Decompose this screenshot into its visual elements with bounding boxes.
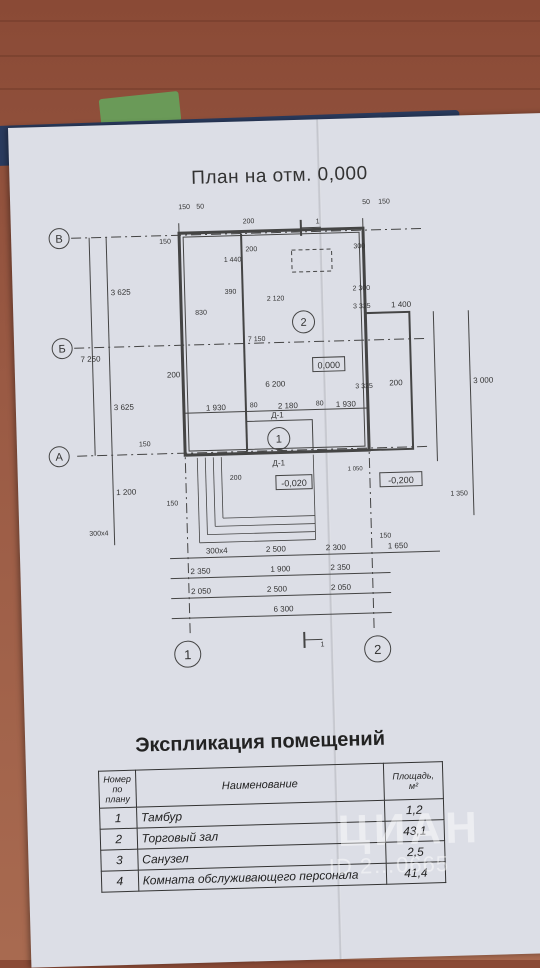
dimension: 2 300 [353, 285, 371, 292]
dimension: 200 [245, 246, 257, 253]
level-mark: -0,200 [388, 475, 414, 486]
section-label: 1 [316, 218, 320, 225]
header-num: Номер по плану [98, 770, 136, 808]
dimension: 3 325 [355, 383, 373, 390]
dimension: 1 050 [348, 466, 364, 472]
dimension: 2 300 [326, 543, 347, 553]
dimension: 1 930 [206, 403, 227, 413]
dimension: 3 625 [114, 403, 135, 413]
dimension: 2 500 [266, 544, 287, 554]
dimension: 1 200 [116, 488, 137, 498]
axis-label-a: А [55, 452, 63, 464]
row-num: 3 [101, 849, 138, 871]
dimension: 2 350 [330, 563, 351, 573]
dimension: 200 [230, 475, 242, 482]
dimension: 2 050 [191, 586, 212, 596]
dimension: 2 180 [278, 401, 299, 411]
dimension: 300 [353, 243, 365, 250]
dimension: 300x4 [89, 530, 108, 538]
dimension: 50 [362, 199, 370, 206]
door-mark: Д-1 [271, 410, 284, 419]
dimension: 1 350 [450, 490, 468, 497]
axis-label-2: 2 [374, 642, 382, 657]
dimension: 150 [378, 198, 390, 205]
header-area: Площадь, м² [383, 762, 443, 801]
document-page: План на отм. 0,000 [8, 113, 540, 968]
dimension: 1 400 [391, 300, 412, 310]
dimension: 1 900 [270, 564, 291, 574]
floor-plan-drawing: В Б А 1 2 1 2 0,000 -0,020 -0,200 Д-1 Д-… [8, 113, 540, 748]
door-mark: Д-1 [272, 458, 285, 467]
dimension: 830 [195, 310, 207, 317]
dimension: 200 [389, 378, 403, 387]
dimension: 50 [196, 204, 204, 211]
axis-label-b: Б [58, 343, 66, 355]
dimension: 200 [167, 370, 181, 379]
dimension: 1 930 [336, 399, 357, 409]
level-mark: -0,020 [281, 478, 307, 489]
dimension: 1 440 [224, 257, 242, 264]
axis-label-1: 1 [184, 647, 192, 662]
dimension: 80 [316, 400, 324, 407]
dimension: 390 [225, 289, 237, 296]
dimension: 150 [166, 500, 178, 507]
room-number: 1 [276, 433, 282, 445]
row-num: 1 [100, 807, 137, 829]
dimension: 150 [139, 441, 151, 448]
dimension-total: 6 300 [273, 604, 294, 614]
section-label: 1 [320, 641, 324, 648]
dimension: 7 250 [80, 354, 101, 364]
level-mark: 0,000 [317, 360, 340, 371]
dimension: 3 625 [111, 288, 132, 298]
dimension: 6 200 [265, 379, 286, 389]
dimension: 2 500 [267, 584, 288, 594]
dimension: 150 [159, 238, 171, 245]
dimension: 7 150 [248, 336, 266, 343]
dimension: 200 [243, 218, 255, 225]
dimension: 1 650 [388, 541, 409, 551]
dimension: 300x4 [206, 546, 229, 556]
watermark-id: ID 2…0665 [328, 851, 449, 880]
dimension: 150 [178, 204, 190, 211]
dimension: 3 325 [353, 303, 371, 310]
axis-label-v: В [55, 234, 63, 246]
dimension: 80 [250, 402, 258, 409]
dimension: 3 000 [473, 376, 494, 386]
row-num: 2 [100, 828, 137, 850]
room-number: 2 [300, 317, 306, 329]
dimension: 2 050 [331, 583, 352, 593]
dimension: 150 [379, 532, 391, 539]
dimension: 2 120 [267, 295, 285, 302]
dimension: 2 350 [190, 567, 211, 577]
watermark-brand: ЦИАН [337, 803, 482, 857]
row-num: 4 [101, 870, 138, 892]
